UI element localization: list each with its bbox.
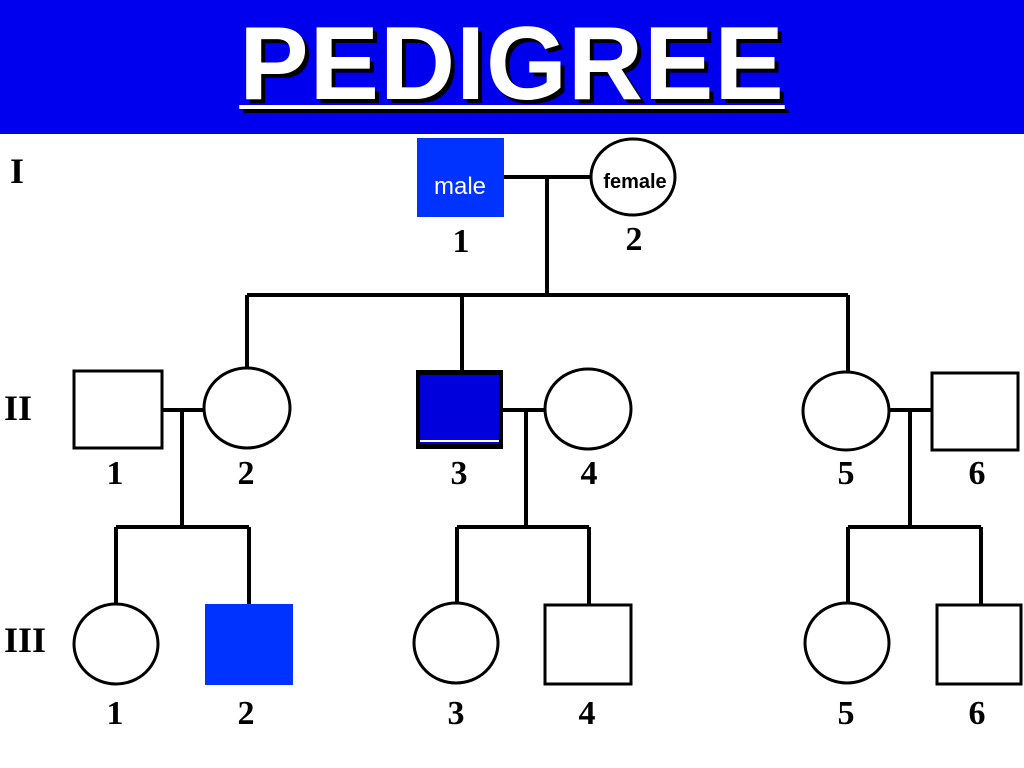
number-label-III-4: 4 [579, 695, 596, 732]
number-label-II-5: 5 [838, 455, 855, 492]
male-symbol-III-4 [543, 603, 633, 686]
female-symbol-III-5 [803, 601, 891, 685]
male-symbol-III-6 [935, 603, 1023, 686]
number-label-II-6: 6 [969, 455, 986, 492]
number-label-III-3: 3 [448, 695, 465, 732]
number-label-II-2: 2 [238, 455, 255, 492]
number-label-II-3: 3 [451, 455, 468, 492]
female-symbol-II-2 [202, 366, 292, 450]
male-symbol-II-1 [72, 369, 164, 450]
symbol-text-I-1: male [434, 173, 486, 200]
number-label-III-5: 5 [838, 695, 855, 732]
number-label-I-1: 1 [453, 223, 470, 260]
female-symbol-II-5 [801, 370, 891, 452]
pedigree-lines [114, 175, 983, 605]
male-symbol-III-2 [205, 604, 293, 685]
title-banner: PEDIGREE [0, 0, 1024, 134]
male-symbol-II-6 [930, 371, 1020, 452]
female-symbol-III-1 [72, 602, 160, 686]
generation-label-II: II [4, 388, 32, 428]
symbol-text-I-2: female [603, 171, 666, 193]
female-symbol-III-3 [412, 601, 500, 685]
number-label-III-2: 2 [238, 695, 255, 732]
male-symbol-I-1 [417, 138, 504, 217]
female-symbol-II-4 [543, 367, 633, 451]
number-label-III-6: 6 [969, 695, 986, 732]
male-symbol-II-3 [420, 375, 499, 444]
number-label-II-1: 1 [107, 455, 124, 492]
number-label-III-1: 1 [107, 695, 124, 732]
number-label-I-2: 2 [626, 221, 643, 258]
female-symbol-I-2 [589, 137, 677, 217]
generation-label-I: I [10, 151, 24, 191]
number-label-II-4: 4 [581, 455, 598, 492]
page-title: PEDIGREE [239, 6, 785, 122]
generation-label-III: III [4, 620, 46, 660]
